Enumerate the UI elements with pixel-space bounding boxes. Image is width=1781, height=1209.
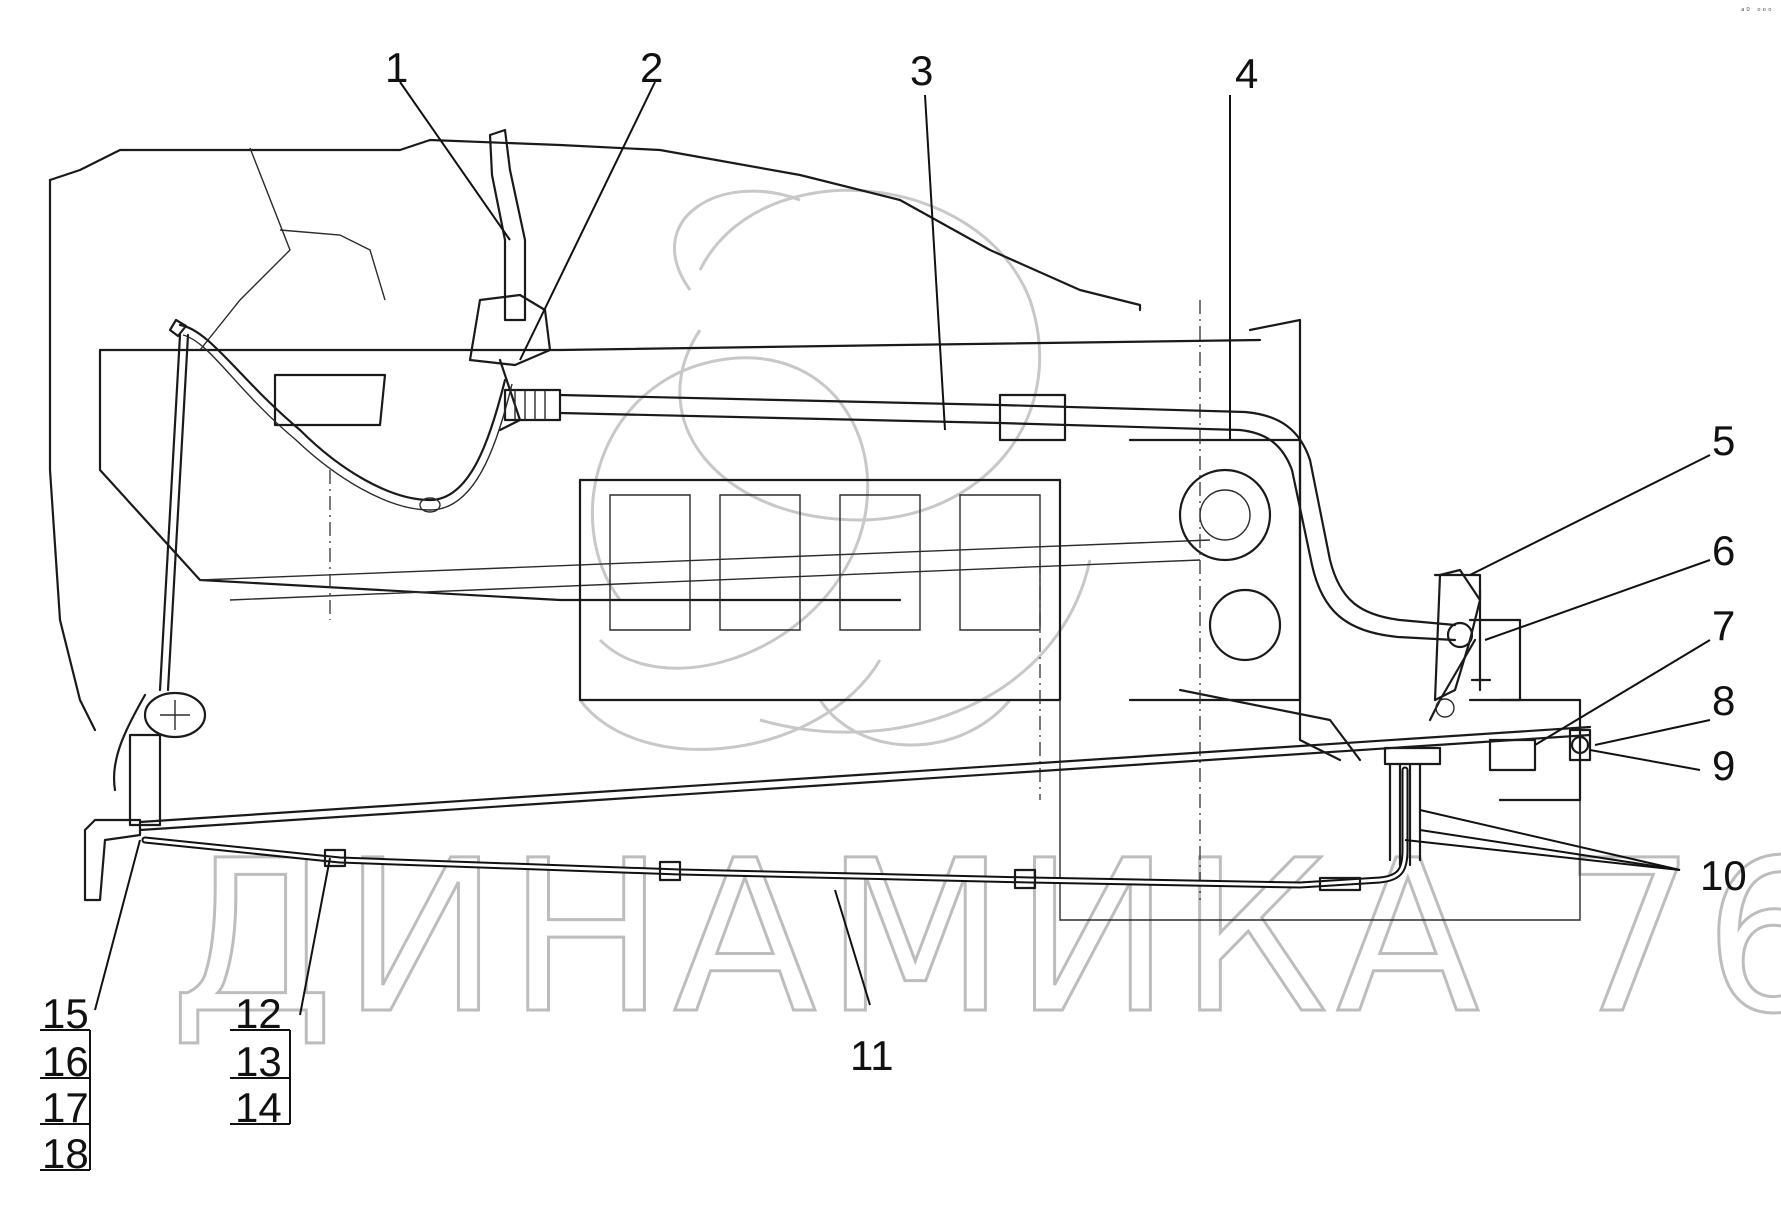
left-pedal-assembly [83, 691, 207, 902]
callout-labels: 1 2 3 4 5 6 7 8 9 10 11 12 13 14 15 16 1… [42, 44, 1747, 1177]
left-cable [158, 318, 513, 692]
diagonal-rod [138, 725, 1592, 832]
watermark-logo [578, 188, 1092, 751]
callout-8: 8 [1712, 677, 1735, 724]
callout-15: 15 [42, 990, 89, 1037]
lower-pipe [141, 766, 1409, 892]
callout-12: 12 [235, 990, 282, 1037]
upper-control-rod [503, 388, 1457, 642]
leader-lines [40, 81, 1711, 1171]
callout-7: 7 [1712, 602, 1735, 649]
callout-1: 1 [385, 44, 408, 91]
cab-outline [48, 138, 1262, 732]
callout-10: 10 [1700, 852, 1747, 899]
callout-6: 6 [1712, 527, 1735, 574]
callout-2: 2 [640, 44, 663, 91]
gear-lever [468, 128, 552, 432]
callout-4: 4 [1235, 50, 1258, 97]
callout-13: 13 [235, 1038, 282, 1085]
callout-3: 3 [910, 47, 933, 94]
center-lines [329, 300, 1201, 900]
watermark-text: ДИНАМИКА 76 [170, 815, 1781, 1060]
callout-9: 9 [1712, 742, 1735, 789]
callout-14: 14 [235, 1084, 282, 1131]
callout-5: 5 [1712, 417, 1735, 464]
callout-17: 17 [42, 1084, 89, 1131]
callout-18: 18 [42, 1130, 89, 1177]
callout-11: 11 [850, 1032, 894, 1079]
right-connectors [1383, 728, 1592, 867]
callout-16: 16 [42, 1038, 89, 1085]
corner-mark: ᵃᴼ ᵒᵒᵒ [1740, 7, 1773, 17]
right-lever-bracket [1428, 568, 1492, 722]
